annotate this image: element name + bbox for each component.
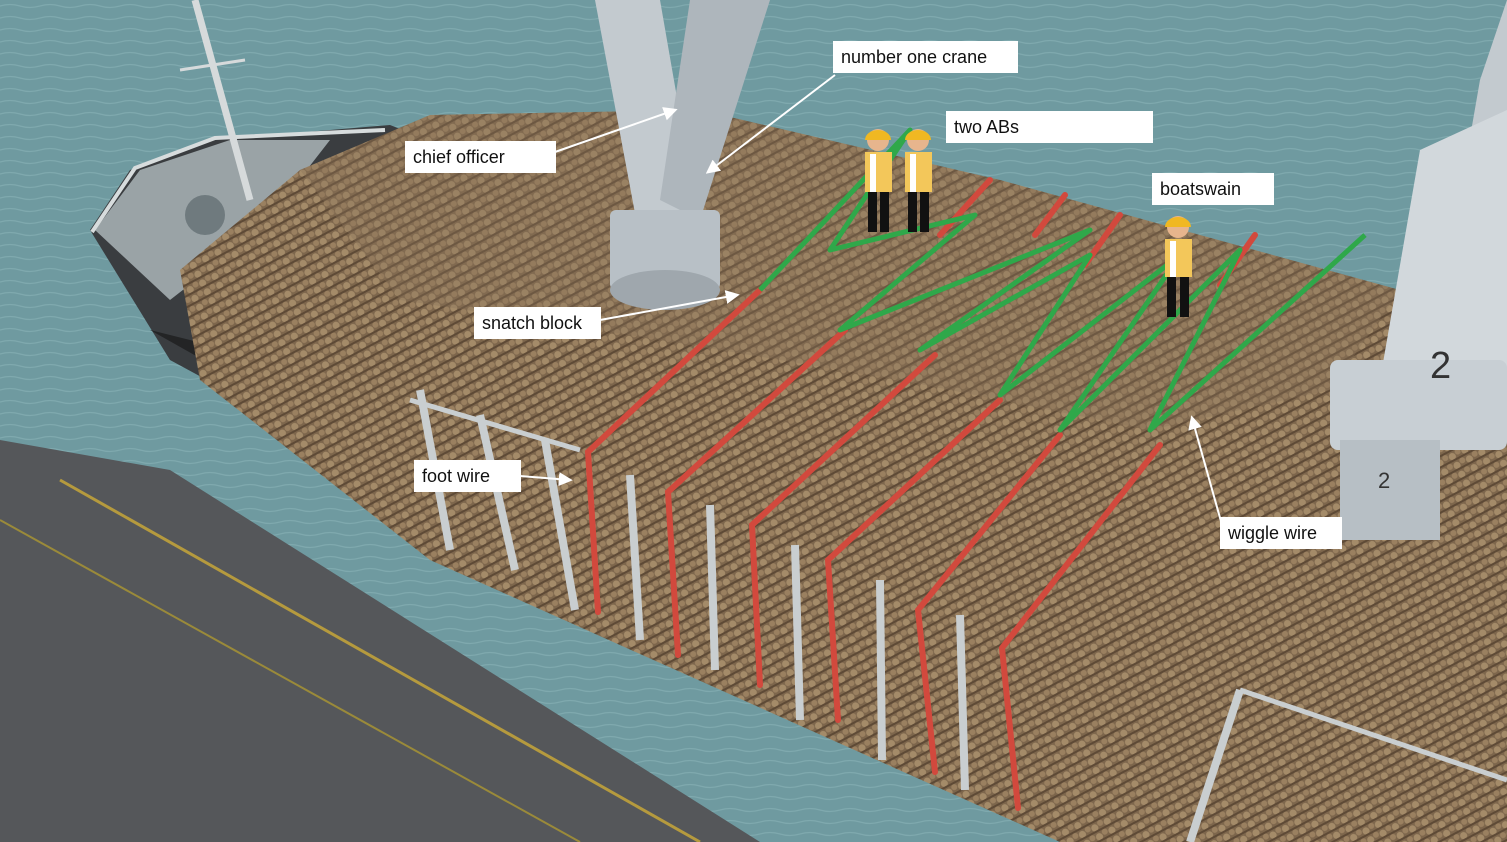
lashing-chains <box>584 177 1258 811</box>
arrow-wiggle-wire <box>1188 415 1223 526</box>
annotation-arrows <box>519 74 1223 526</box>
wharf-yellow-line <box>59 478 701 842</box>
crane-number-label: 2 <box>1430 345 1451 387</box>
label-number-one-crane: number one crane <box>833 41 1018 73</box>
label-boatswain: boatswain <box>1152 173 1274 205</box>
arrow-number-one-crane <box>705 74 836 174</box>
label-foot-wire: foot wire <box>414 460 521 492</box>
arrow-snatch-block <box>599 290 740 321</box>
label-snatch-block: snatch block <box>474 307 601 339</box>
label-two-abs: two ABs <box>946 111 1153 143</box>
label-chief-officer: chief officer <box>405 141 556 173</box>
arrow-foot-wire <box>519 472 573 487</box>
wharf-yellow-line <box>0 519 581 842</box>
stanchions <box>416 389 1244 842</box>
number-two-crane: 2 2 <box>1330 0 1507 540</box>
stanchion-rail <box>1239 687 1507 783</box>
foremast <box>191 0 254 201</box>
arrow-chief-officer <box>554 107 678 153</box>
label-wiggle-wire: wiggle wire <box>1220 517 1342 549</box>
stanchion-rail <box>409 397 581 453</box>
crane-base-number-label: 2 <box>1378 468 1390 493</box>
log-cargo-top-shade <box>300 110 1400 430</box>
crew-figure-boatswain <box>1165 216 1192 317</box>
crew-figure-ab-1 <box>865 129 892 232</box>
mast-yard <box>179 58 246 72</box>
crew-figure-ab-2 <box>905 129 932 232</box>
wharf <box>0 440 760 842</box>
bow-railing <box>90 128 386 234</box>
anchor-winch <box>185 195 225 235</box>
wiggle-wire-path <box>758 127 1367 433</box>
